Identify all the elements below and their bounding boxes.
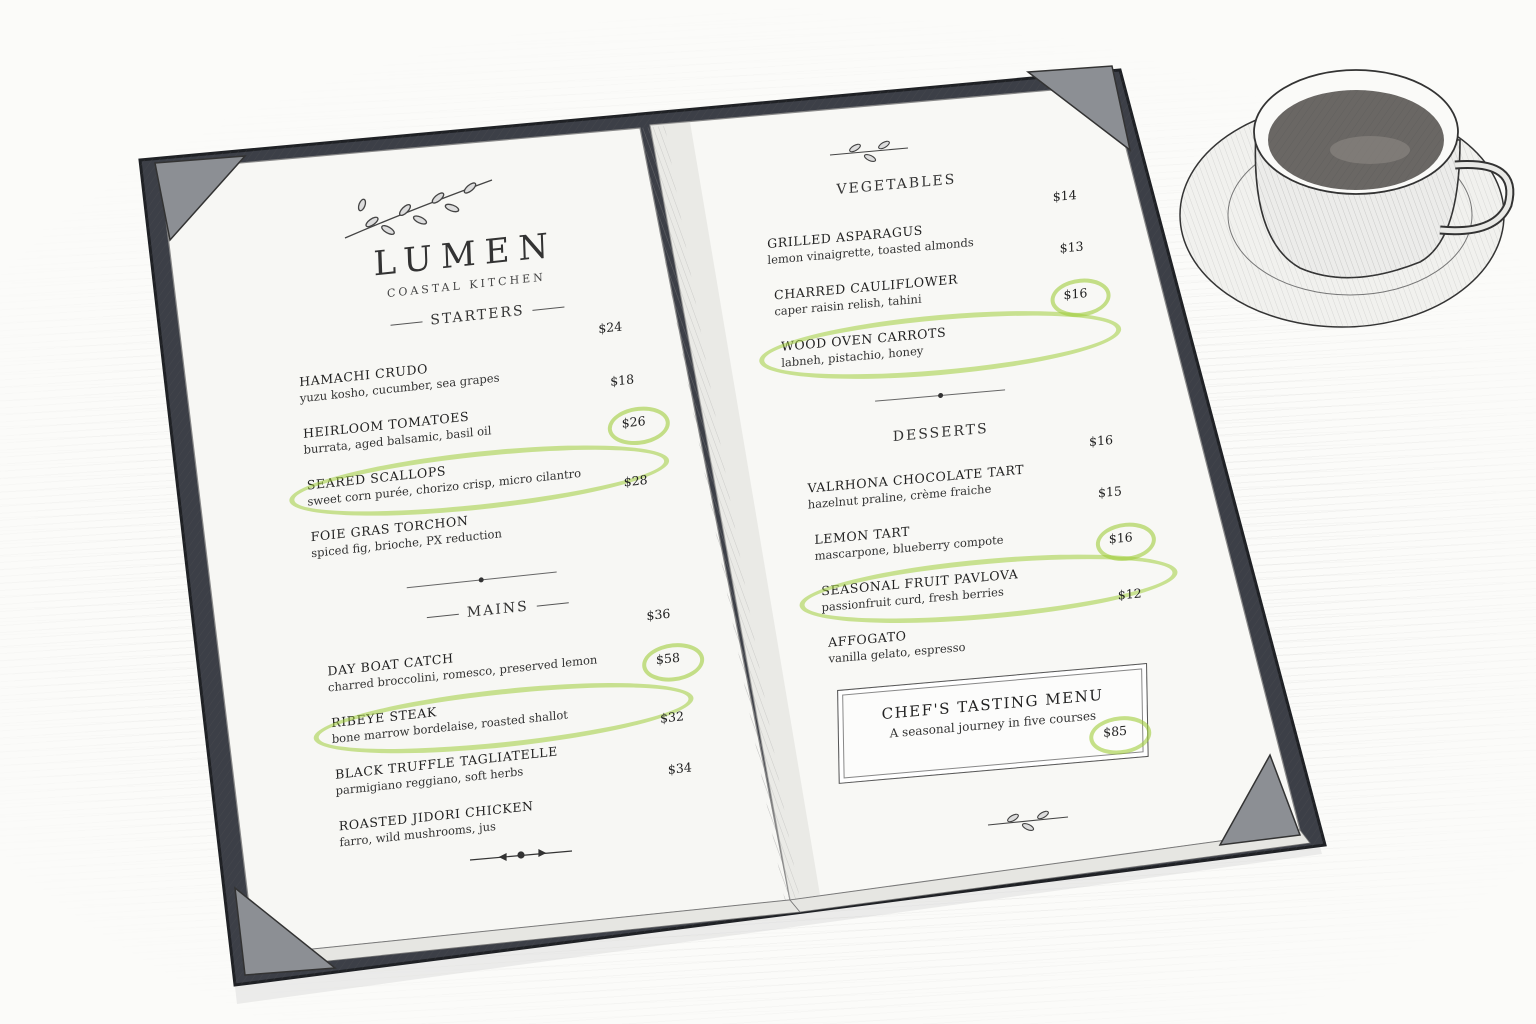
small-branch-bottom-icon	[987, 810, 1069, 832]
divider-dot	[938, 392, 944, 399]
item-price: $28	[623, 471, 648, 490]
small-branch-top-icon	[829, 140, 909, 163]
section-desserts-title: DESSERTS	[892, 420, 989, 446]
chef-tasting-menu-box[interactable]: CHEF'S TASTING MENU A seasonal journey i…	[837, 662, 1152, 784]
item-price: $16	[1088, 431, 1114, 449]
item-price: $14	[1052, 187, 1077, 205]
item-price: $13	[1059, 238, 1084, 256]
divider-dot	[478, 577, 484, 583]
section-mains-title: MAINS	[378, 589, 618, 630]
section-starters-title: STARTERS	[357, 295, 597, 336]
item-price: $16	[1063, 285, 1088, 303]
item-price: $32	[659, 708, 685, 726]
item-price: $15	[1097, 483, 1122, 501]
item-price: $12	[1117, 585, 1142, 603]
corner-bottom-left	[234, 886, 337, 976]
item-price: $58	[655, 649, 681, 668]
item-price: $16	[1108, 529, 1133, 547]
tasting-menu-price: $85	[1103, 722, 1128, 740]
item-price: $34	[667, 759, 692, 777]
coffee-cup-icon	[1179, 69, 1515, 328]
left-menu-page: LUMEN COASTAL KITCHEN STARTERS HAMACHI C…	[288, 133, 722, 893]
item-price: $26	[621, 413, 646, 431]
item-price: $18	[609, 371, 635, 389]
section-vegetables-title: VEGETABLES	[836, 171, 957, 199]
fleuron-divider-icon	[469, 849, 573, 861]
right-menu-page: VEGETABLES GRILLED ASPARAGUS lemon vinai…	[745, 82, 1188, 839]
corner-top-left	[154, 155, 247, 242]
item-price: $36	[646, 605, 671, 624]
olive-branch-icon	[344, 179, 493, 239]
item-price: $24	[598, 318, 623, 336]
corner-bottom-right	[1218, 753, 1302, 846]
brand-block: LUMEN COASTAL KITCHEN	[332, 144, 597, 306]
corner-top-right	[1025, 65, 1132, 152]
